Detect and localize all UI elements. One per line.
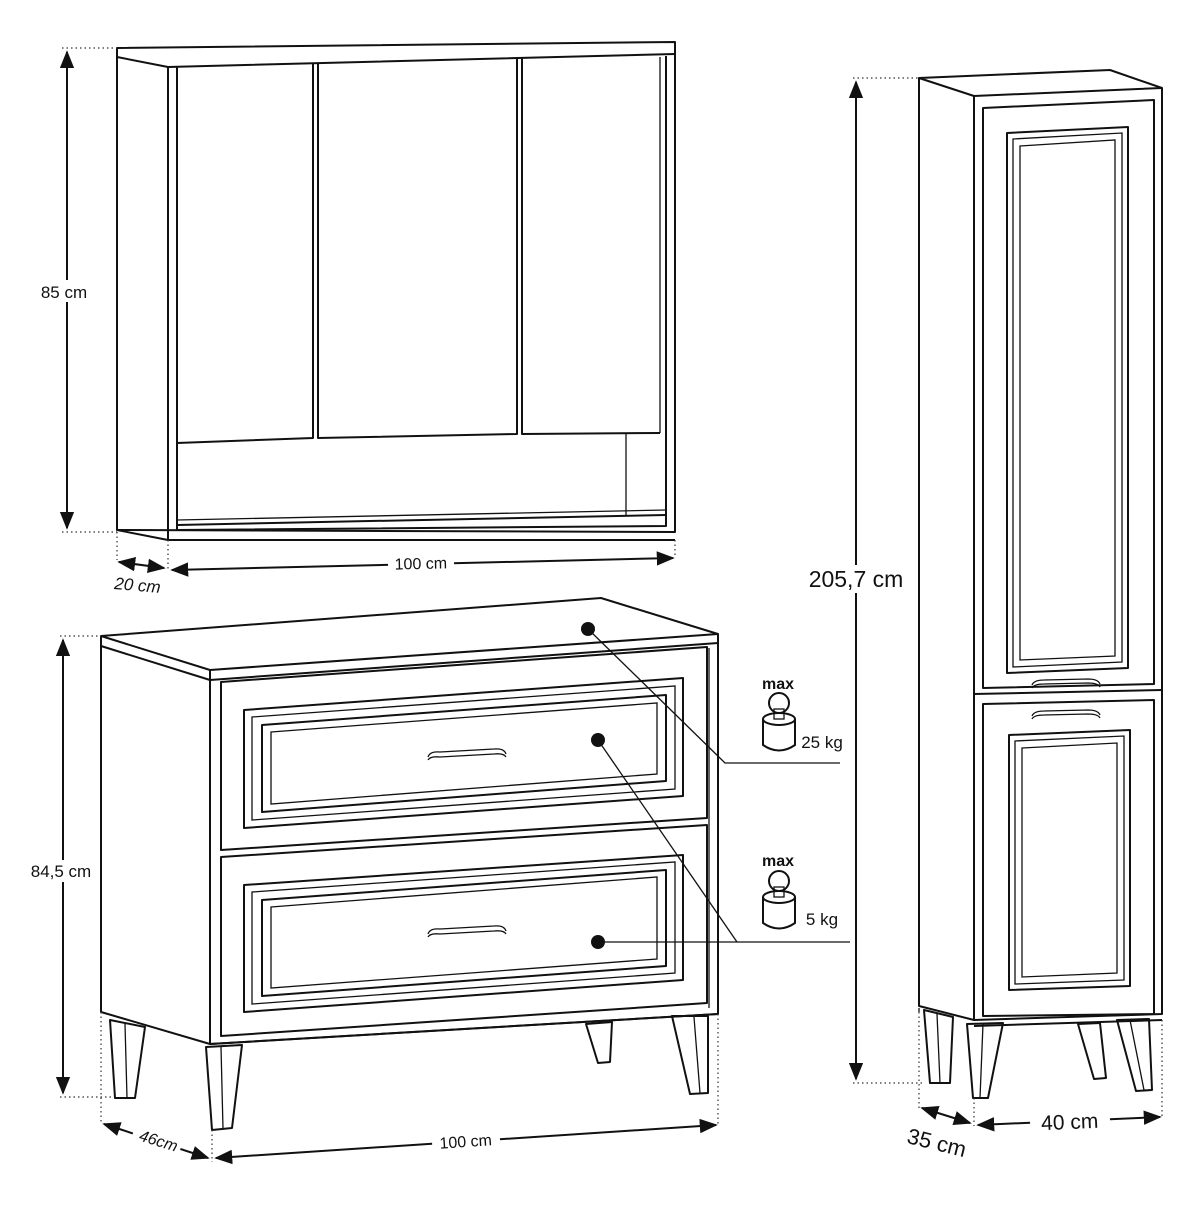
dresser-height-label: 84,5 cm	[31, 862, 91, 881]
weight-icon	[762, 870, 796, 930]
top-max-label: max	[762, 676, 794, 693]
tall-cabinet-dimensions: 205,7 cm 35 cm 40 cm	[800, 77, 1163, 1162]
mirror-cabinet-depth-label: 20 cm	[113, 574, 162, 597]
mirror-cabinet-width-label: 100 cm	[394, 555, 447, 573]
dresser	[100, 597, 719, 1131]
dresser-depth-label: 46cm	[137, 1128, 179, 1156]
mirror-cabinet	[116, 41, 676, 541]
tall-cabinet-width-label: 40 cm	[1041, 1110, 1099, 1135]
tall-cabinet-height-label: 205,7 cm	[809, 566, 904, 592]
top-weight-label: 25 kg	[801, 733, 843, 752]
dresser-width-label: 100 cm	[439, 1132, 492, 1152]
drawer-weight-label: 5 kg	[806, 910, 838, 929]
tall-cabinet-depth-label: 35 cm	[905, 1123, 969, 1162]
mirror-cabinet-dimensions: 85 cm 20 cm 100 cm	[34, 47, 676, 597]
drawer-load-callout: max 5 kg	[591, 733, 850, 949]
tall-cabinet	[918, 69, 1163, 1099]
mirror-cabinet-height-label: 85 cm	[41, 283, 87, 302]
weight-icon	[762, 692, 796, 752]
drawer-max-label: max	[762, 853, 794, 870]
top-load-callout: max 25 kg	[581, 622, 843, 764]
